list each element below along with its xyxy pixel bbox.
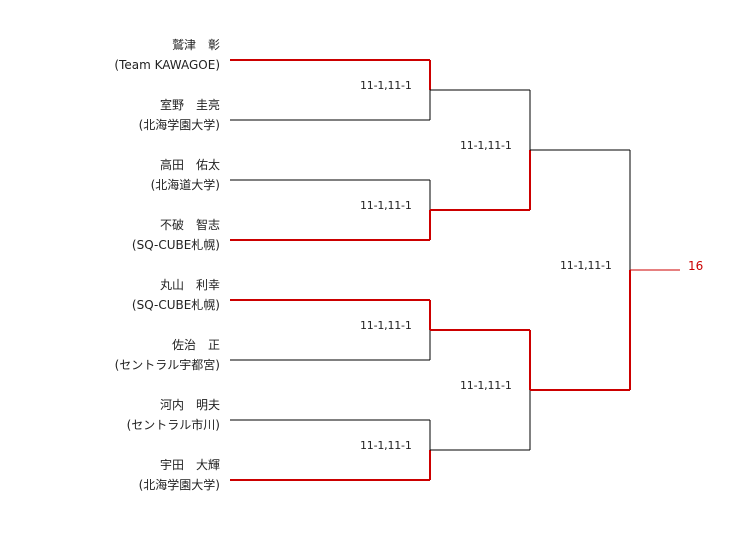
player-2-team: (北海学園大学): [138, 118, 220, 132]
round2-match-2-score: 11-1,11-1: [460, 379, 512, 392]
round2-match-1-score: 11-1,11-1: [460, 139, 512, 152]
player-2-name: 室野 圭亮: [159, 98, 220, 112]
round1-match-3-score: 11-1,11-1: [360, 319, 412, 332]
player-8-name: 宇田 大輝: [159, 458, 220, 472]
round1-match-4-score: 11-1,11-1: [360, 439, 412, 452]
player-5-team: (SQ-CUBE札幌): [131, 298, 220, 312]
player-3-team: (北海道大学): [150, 178, 220, 192]
player-1-name: 鷲津 彰: [171, 38, 220, 52]
final-match-score: 11-1,11-1: [560, 259, 612, 272]
player-8-team: (北海学園大学): [138, 478, 220, 492]
player-7-team: (セントラル市川): [126, 418, 220, 432]
player-4-name: 不破 智志: [159, 218, 220, 232]
player-6-name: 佐治 正: [171, 338, 220, 352]
round1-match-2-score: 11-1,11-1: [360, 199, 412, 212]
player-7-name: 河内 明夫: [159, 398, 220, 412]
player-1-team: (Team KAWAGOE): [114, 58, 220, 72]
result-label: 16: [688, 259, 704, 273]
player-4-team: (SQ-CUBE札幌): [131, 238, 220, 252]
player-5-name: 丸山 利幸: [159, 278, 220, 292]
round1-match-1-score: 11-1,11-1: [360, 79, 412, 92]
player-3-name: 高田 佑太: [159, 158, 220, 172]
player-6-team: (セントラル宇都宮): [114, 358, 220, 372]
